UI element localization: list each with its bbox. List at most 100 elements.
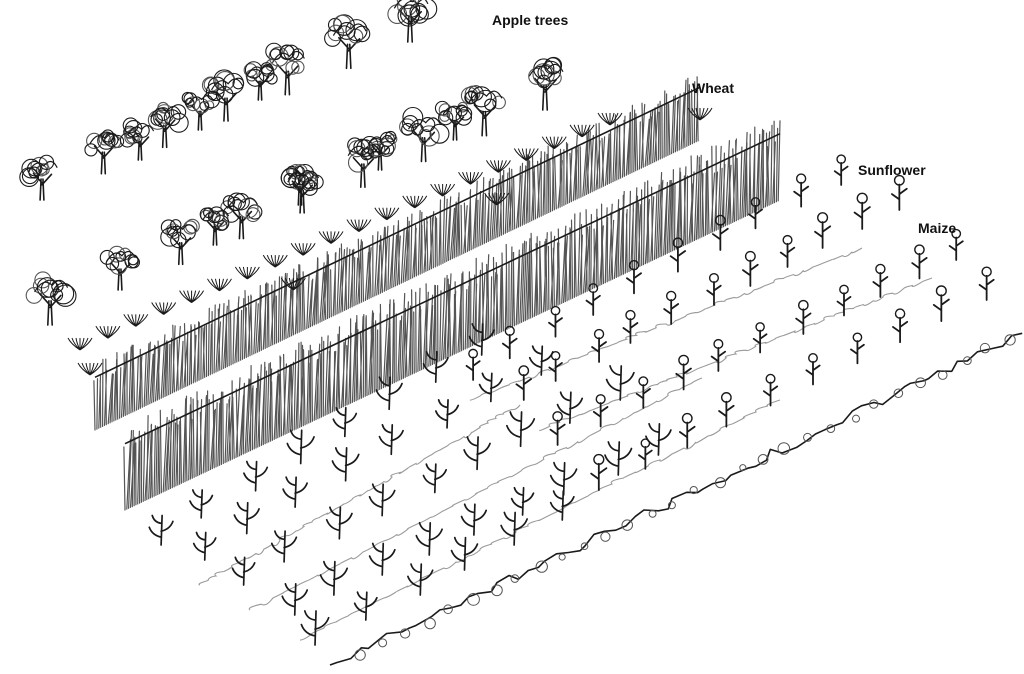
maize-plant bbox=[512, 488, 534, 515]
maize-plant bbox=[379, 425, 403, 454]
sunflower-plant bbox=[549, 307, 562, 337]
apple-tree bbox=[161, 219, 199, 264]
seedling-tuft bbox=[485, 193, 509, 205]
sunflower-plant bbox=[934, 286, 949, 321]
seedling-tuft bbox=[375, 208, 399, 220]
hedge-loop bbox=[425, 618, 436, 629]
maize-plant bbox=[452, 538, 478, 570]
hedge-loop bbox=[536, 561, 547, 572]
label-wheat: Wheat bbox=[692, 80, 734, 96]
label-apple-trees: Apple trees bbox=[492, 12, 568, 28]
maize-plant bbox=[283, 477, 307, 507]
seedling-tuft bbox=[598, 113, 622, 125]
seedling-tuft bbox=[459, 172, 483, 184]
maize-plant bbox=[287, 430, 314, 463]
apple-tree bbox=[348, 138, 382, 187]
sunflower-plant bbox=[680, 414, 695, 448]
field-edge-scribble bbox=[330, 333, 1022, 665]
sunflower-plant bbox=[754, 323, 767, 353]
label-maize: Maize bbox=[918, 220, 956, 236]
seedling-tuft bbox=[78, 363, 102, 375]
maize-plant bbox=[234, 503, 259, 534]
hedge-loop bbox=[649, 510, 656, 517]
sunflower-plant bbox=[467, 349, 480, 380]
sunflower-plant bbox=[764, 374, 777, 405]
maize-plant bbox=[282, 584, 307, 615]
hedge-loop bbox=[980, 343, 989, 352]
hedge-loop bbox=[601, 532, 610, 541]
sunflower-plant bbox=[503, 326, 517, 358]
maize-plant bbox=[272, 531, 297, 562]
seedling-tuft bbox=[486, 160, 510, 172]
maize-plant bbox=[149, 515, 173, 545]
furrow-line bbox=[249, 378, 702, 610]
seedling-tuft bbox=[96, 326, 120, 338]
sunflower-plant bbox=[815, 213, 830, 248]
apple-tree bbox=[244, 60, 277, 100]
seedling-tuft bbox=[403, 196, 427, 208]
hedge-loop bbox=[853, 415, 860, 422]
maize-plant bbox=[321, 562, 348, 595]
sunflower-plant bbox=[781, 236, 795, 267]
apple-tree bbox=[148, 102, 188, 147]
sunflower-plant bbox=[639, 439, 652, 469]
seedling-tuft bbox=[180, 291, 204, 303]
sunflower-plant bbox=[980, 267, 994, 300]
apple-tree bbox=[529, 57, 563, 110]
maize-plant bbox=[355, 592, 377, 620]
seedling-tuft bbox=[431, 184, 455, 196]
maize-plant bbox=[462, 504, 487, 535]
sunflower-plant bbox=[594, 395, 608, 427]
maize-plant bbox=[423, 464, 446, 492]
apple-tree bbox=[435, 101, 471, 140]
seedling-tuft bbox=[291, 243, 315, 255]
apple-tree bbox=[85, 130, 124, 174]
sunflower-plant bbox=[912, 245, 926, 278]
seedling-tuft bbox=[207, 279, 231, 291]
maize-plant bbox=[507, 412, 534, 446]
maize-plant bbox=[501, 512, 527, 545]
maize-plant bbox=[408, 564, 433, 595]
maize-plant bbox=[233, 557, 255, 585]
hedge-loop bbox=[938, 371, 947, 380]
sunflower-plant bbox=[851, 333, 864, 363]
maize-plant bbox=[244, 462, 267, 491]
sunflower-plant bbox=[835, 155, 848, 185]
apple-tree bbox=[26, 272, 76, 325]
maize-plant bbox=[190, 490, 212, 518]
seedling-tuft bbox=[347, 220, 371, 232]
sunflower-plant bbox=[550, 412, 564, 445]
hedge-scribble bbox=[330, 333, 1022, 665]
sunflower-plant bbox=[893, 309, 907, 342]
apple-tree-rows bbox=[20, 0, 563, 325]
sunflower-plant bbox=[794, 174, 808, 207]
sunflower-plant bbox=[712, 340, 726, 371]
seedling-tuft bbox=[514, 149, 538, 161]
hedge-loop bbox=[379, 639, 387, 647]
apple-tree bbox=[200, 207, 229, 245]
label-sunflower: Sunflower bbox=[858, 162, 926, 178]
apple-tree bbox=[388, 0, 437, 42]
seedling-tuft bbox=[235, 267, 259, 279]
maize-plant bbox=[301, 611, 328, 645]
sunflower-plant bbox=[855, 193, 870, 229]
sunflower-plant bbox=[664, 291, 678, 324]
seedling-tuft bbox=[152, 302, 176, 314]
maize-plant bbox=[332, 448, 358, 481]
maize-plant bbox=[480, 373, 502, 401]
seedling-tuft bbox=[542, 137, 566, 149]
apple-tree bbox=[325, 15, 370, 69]
hedge-loop bbox=[559, 554, 565, 560]
sunflower-plant bbox=[873, 264, 887, 297]
apple-tree bbox=[284, 165, 316, 205]
maize-plant bbox=[605, 442, 631, 475]
maize-plant bbox=[370, 484, 395, 515]
sunflower-plant bbox=[592, 330, 606, 362]
maize-plant bbox=[646, 424, 671, 455]
seedling-tuft bbox=[68, 338, 92, 350]
seedling-tuft bbox=[124, 314, 148, 326]
maize-plant bbox=[551, 491, 574, 520]
maize-plant bbox=[370, 543, 395, 575]
sunflower-plant bbox=[892, 176, 907, 210]
